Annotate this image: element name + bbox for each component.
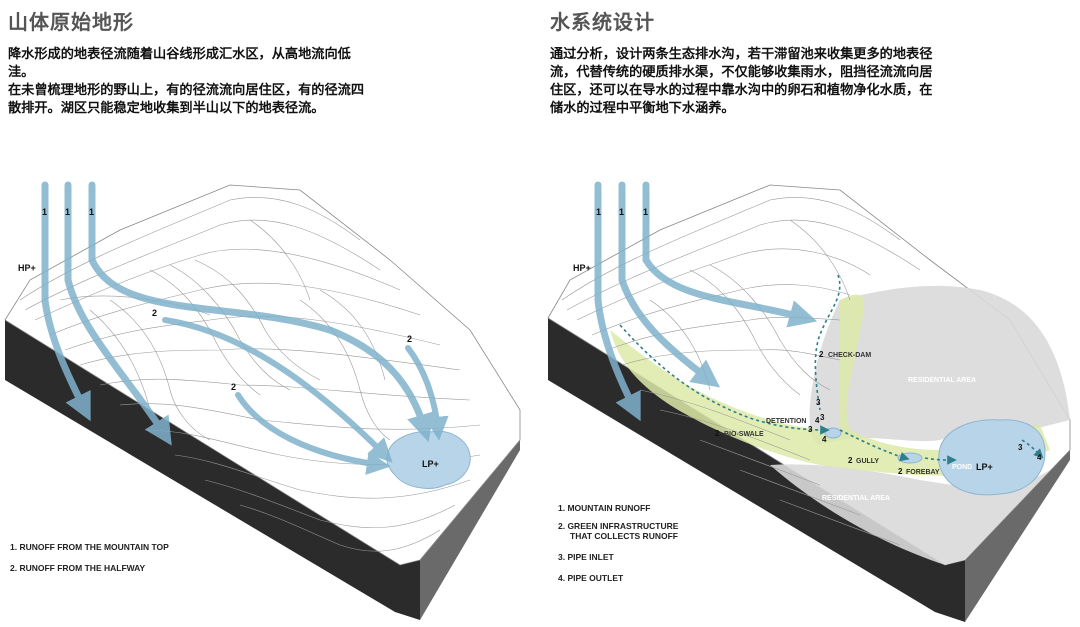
terrain-side-face-right (965, 450, 1070, 622)
right-desc-line: 住区，还可以在导水的过程中靠水沟中的卵石和植物净化水质，在 (550, 83, 933, 98)
left-title: 山体原始地形 (8, 10, 134, 34)
terrain-side-face-right (420, 440, 520, 620)
label-pond: POND (952, 464, 972, 471)
left-desc-line: 洼。 (8, 65, 35, 80)
label-3: 3 (816, 398, 821, 407)
label-1: 1 (619, 207, 624, 217)
terrain-side-face (5, 320, 420, 620)
arrow-2b (235, 392, 391, 476)
green-infrastructure-path (619, 274, 1044, 465)
right-desc-line: 储水的过程中平衡地下水涵养。 (550, 101, 735, 116)
right-panel: 水系统设计 通过分析，设计两条生态排水沟，若干滞留池来收集更多的地表径 流，代替… (540, 0, 1080, 627)
right-terrain-diagram: 1 1 1 HP+ LP+ 2 CHECK-DAM DETENTION 2 BI… (547, 181, 1071, 622)
left-desc-line: 散排开。湖区只能稳定地收集到半山以下的地表径流。 (8, 101, 325, 116)
label-2: 2 (152, 308, 157, 318)
label-bio-swale: BIO-SWALE (724, 431, 764, 438)
arrow-2c (405, 345, 449, 441)
label-2: 2 (407, 334, 412, 344)
label-residential-bottom: RESIDENTIAL AREA (822, 495, 890, 502)
label-gully: GULLY (856, 458, 879, 465)
left-panel: 山体原始地形 降水形成的地表径流随着山谷线形成汇水区，从高地流向低 洼。 在未曾… (4, 10, 521, 620)
label-1: 1 (643, 207, 648, 217)
label-1: 1 (42, 207, 47, 217)
label-2: 2 (231, 382, 236, 392)
arrow-1b (618, 181, 721, 388)
right-description: 通过分析，设计两条生态排水沟，若干滞留池来收集更多的地表径 流，代替传统的硬质排… (550, 46, 1040, 118)
left-desc-line: 在未曾梳理地形的野山上，有的径流流向居住区，有的径流四 (8, 83, 365, 98)
label-1: 1 (596, 207, 601, 217)
label-forebay: FOREBAY (906, 469, 940, 476)
residential-zone-top (809, 285, 1070, 445)
left-description: 降水形成的地表径流随着山谷线形成汇水区，从高地流向低 洼。 在未曾梳理地形的野山… (8, 46, 478, 118)
label-2: 2 (819, 350, 824, 359)
legend-item: 1. RUNOFF FROM THE MOUNTAIN TOP (10, 542, 169, 552)
right-title: 水系统设计 (550, 10, 655, 34)
right-desc-line: 流，代替传统的硬质排水渠，不仅能够收集雨水，阻挡径流流向居 (550, 65, 933, 80)
label-lp: LP+ (976, 462, 993, 472)
green-infrastructure-zone (610, 294, 1050, 476)
arrow-1b (64, 181, 172, 446)
label-2: 2 (715, 429, 720, 438)
label-3: 3 (820, 413, 825, 422)
label-4: 4 (815, 416, 820, 425)
runoff-arrows (594, 181, 818, 422)
legend-item-line: THAT COLLECTS RUNOFF (570, 531, 678, 541)
label-check-dam: CHECK-DAM (828, 352, 871, 359)
label-1: 1 (65, 207, 70, 217)
label-lp: LP+ (422, 459, 439, 469)
left-terrain-diagram: 1 1 1 HP+ 2 2 2 LP+ (4, 181, 521, 620)
arrow-1a (594, 181, 641, 422)
label-4: 4 (822, 435, 827, 444)
label-3: 3 (808, 425, 813, 434)
pond (938, 419, 1046, 496)
arrow-2a (162, 317, 393, 463)
legend-item: 2. GREEN INFRASTRUCTURE THAT COLLECTS RU… (558, 521, 678, 541)
label-hp: HP+ (573, 263, 591, 273)
right-desc-line: 通过分析，设计两条生态排水沟，若干滞留池来收集更多的地表径 (550, 47, 933, 62)
arrow-1c (88, 181, 434, 443)
left-desc-line: 降水形成的地表径流随着山谷线形成汇水区，从高地流向低 (8, 47, 351, 62)
arrow-1a (41, 181, 91, 422)
label-2: 2 (848, 456, 853, 465)
arrow-1c (642, 181, 818, 328)
label-detention: DETENTION (766, 418, 806, 425)
label-2: 2 (898, 467, 903, 476)
legend-item: 3. PIPE INLET (558, 552, 614, 562)
label-3: 3 (1018, 443, 1023, 452)
label-hp: HP+ (18, 263, 36, 273)
runoff-arrows (41, 181, 449, 476)
legend-item: 4. PIPE OUTLET (558, 573, 624, 583)
label-1: 1 (89, 207, 94, 217)
label-4: 4 (1037, 453, 1042, 462)
forebay-pond (897, 452, 923, 464)
legend-item: 1. MOUNTAIN RUNOFF (558, 503, 651, 513)
label-residential-top: RESIDENTIAL AREA (908, 377, 976, 384)
legend-item-line: 2. GREEN INFRASTRUCTURE (558, 521, 679, 531)
legend-item: 2. RUNOFF FROM THE HALFWAY (10, 563, 146, 573)
terrain-side-face (548, 318, 965, 622)
detention-pond (824, 427, 842, 439)
residential-zone-bottom (770, 460, 1060, 565)
